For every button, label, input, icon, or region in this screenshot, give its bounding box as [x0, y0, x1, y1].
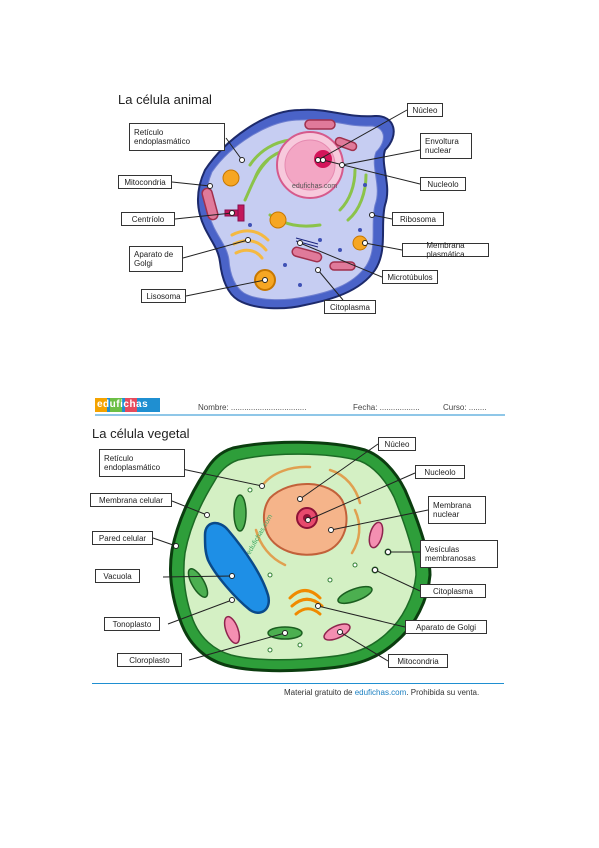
plant-label-vacuola: Vacuola — [95, 569, 140, 583]
footer-prefix: Material gratuito de — [284, 688, 355, 697]
plant-vacuole — [203, 521, 271, 614]
plant-label-tonoplasto: Tonoplasto — [104, 617, 160, 631]
footer-note: Material gratuito de edufichas.com. Proh… — [284, 688, 479, 697]
plant-header-bar — [95, 398, 505, 416]
animal-label-envoltura: Envoltura nuclear — [420, 133, 472, 159]
footer-rule — [92, 683, 504, 684]
animal-title: La célula animal — [118, 92, 212, 107]
animal-label-centriolo: Centríolo — [121, 212, 175, 226]
plant-label-membrana-nuclear: Membrana nuclear — [428, 496, 486, 524]
footer-suffix: . Prohibida su venta. — [406, 688, 480, 697]
plant-label-golgi: Aparato de Golgi — [405, 620, 487, 634]
animal-label-lisosoma: Lisosoma — [141, 289, 186, 303]
plant-label-nucleo: Núcleo — [378, 437, 416, 451]
animal-label-ribosoma: Ribosoma — [392, 212, 444, 226]
plant-label-nucleolo: Nucleolo — [415, 465, 465, 479]
plant-label-pared: Pared celular — [92, 531, 153, 545]
animal-label-nucleolo: Nucleolo — [420, 177, 466, 191]
animal-label-golgi: Aparato de Golgi — [129, 246, 183, 272]
animal-label-microtubulos: Microtúbulos — [382, 270, 438, 284]
animal-label-nucleo: Núcleo — [407, 103, 443, 117]
animal-label-reticulo: Retículo endoplasmático — [129, 123, 225, 151]
plant-leader-lines — [152, 443, 429, 662]
animal-label-citoplasma: Citoplasma — [324, 300, 376, 314]
plant-er — [254, 465, 362, 567]
plant-label-vesiculas: Vesículas membranosas — [420, 540, 498, 568]
plant-label-membrana-celular: Membrana celular — [90, 493, 172, 507]
nombre-field: Nombre: ................................… — [198, 403, 307, 412]
animal-watermark: edufichas.com — [292, 183, 337, 190]
plant-cell: edufichas.com — [168, 440, 432, 673]
plant-label-cloroplasto: Cloroplasto — [117, 653, 182, 667]
fecha-field: Fecha: .................. — [353, 403, 420, 412]
plant-label-reticulo: Retículo endoplasmático — [99, 449, 185, 477]
edufichas-logo: edufichas — [97, 399, 149, 410]
plant-title: La célula vegetal — [92, 426, 190, 441]
curso-field: Curso: ........ — [443, 403, 487, 412]
animal-leader-lines — [171, 109, 421, 301]
footer-brand-link[interactable]: edufichas.com — [354, 688, 407, 697]
animal-mitochondria — [201, 119, 358, 271]
plant-label-mitocondria: Mitocondria — [388, 654, 448, 668]
plant-label-citoplasma: Citoplasma — [420, 584, 486, 598]
animal-label-membrana: Membrana plasmática — [402, 241, 489, 259]
animal-label-mitocondria: Mitocondria — [118, 175, 172, 189]
